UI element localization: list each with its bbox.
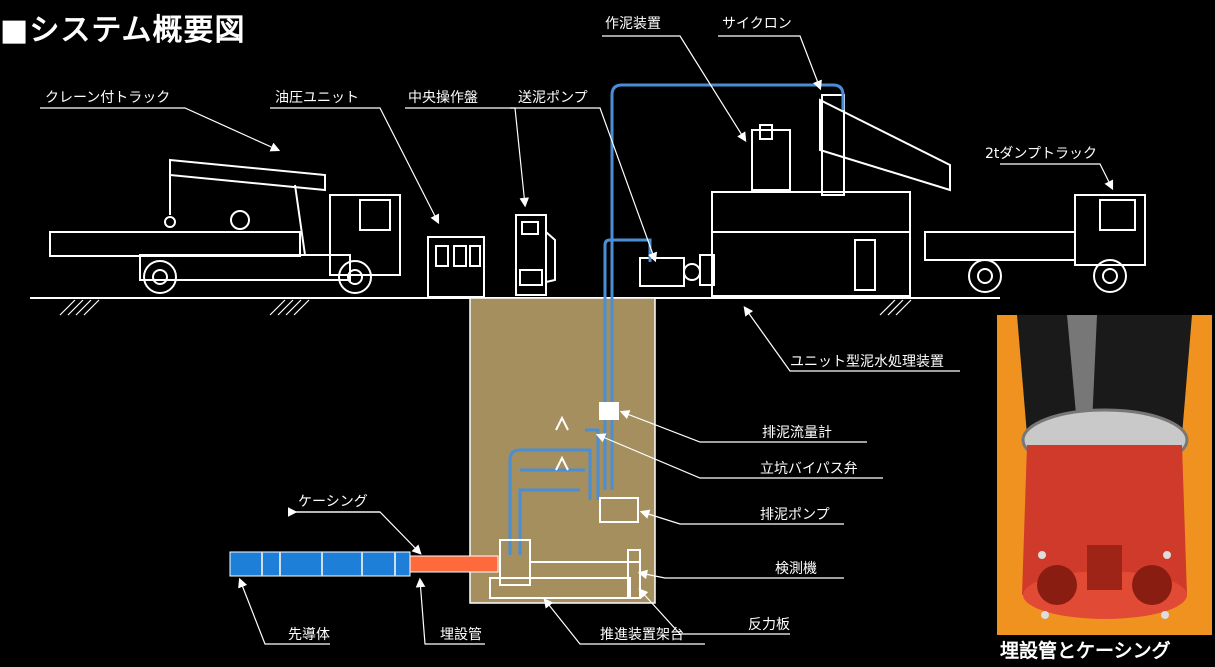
- pipe-casing-photo-illustration: [1017, 315, 1192, 619]
- label-cyclone: サイクロン: [722, 16, 792, 32]
- casing-pipe: [407, 555, 499, 573]
- dump-truck-illustration: [924, 194, 1146, 293]
- feed-pump-illustration: [639, 257, 701, 287]
- title-text: ■システム概要図: [0, 13, 246, 48]
- pilot-head: [229, 551, 411, 577]
- unit-treatment-illustration: [699, 94, 951, 297]
- ground-hatch: [59, 299, 912, 316]
- label-detector: 検測機: [775, 561, 817, 577]
- label-thrust-frame: 推進装置架台: [600, 627, 684, 643]
- central-panel-illustration: [515, 214, 556, 296]
- label-flow-meter: 排泥流量計: [762, 425, 832, 441]
- label-crane-truck: クレーン付トラック: [45, 90, 170, 106]
- blue-pipelines: [508, 83, 845, 555]
- label-buried-pipe: 埋設管: [440, 627, 482, 643]
- photo-caption: 埋設管とケーシング: [1000, 640, 1171, 662]
- page-title: ■システム概要図: [0, 8, 246, 48]
- label-mud-device: 作泥装置: [605, 16, 661, 32]
- label-hydraulic-unit: 油圧ユニット: [275, 90, 359, 106]
- label-feed-pump: 送泥ポンプ: [518, 90, 588, 106]
- pipe-casing-photo: [997, 315, 1212, 635]
- crane-truck-illustration: [49, 158, 401, 294]
- label-reaction-plate: 反力板: [748, 617, 790, 633]
- label-bypass-valve: 立坑バイパス弁: [760, 461, 858, 477]
- leader-lines: [40, 35, 1114, 645]
- label-unit-treatment: ユニット型泥水処理装置: [790, 354, 944, 370]
- label-central-panel: 中央操作盤: [408, 90, 478, 106]
- label-dump-truck: 2tダンプトラック: [985, 146, 1097, 162]
- label-casing: ケーシング: [298, 494, 368, 510]
- hydraulic-unit-illustration: [427, 236, 485, 298]
- label-discharge-pump: 排泥ポンプ: [760, 507, 830, 523]
- label-pilot-head: 先導体: [288, 627, 330, 643]
